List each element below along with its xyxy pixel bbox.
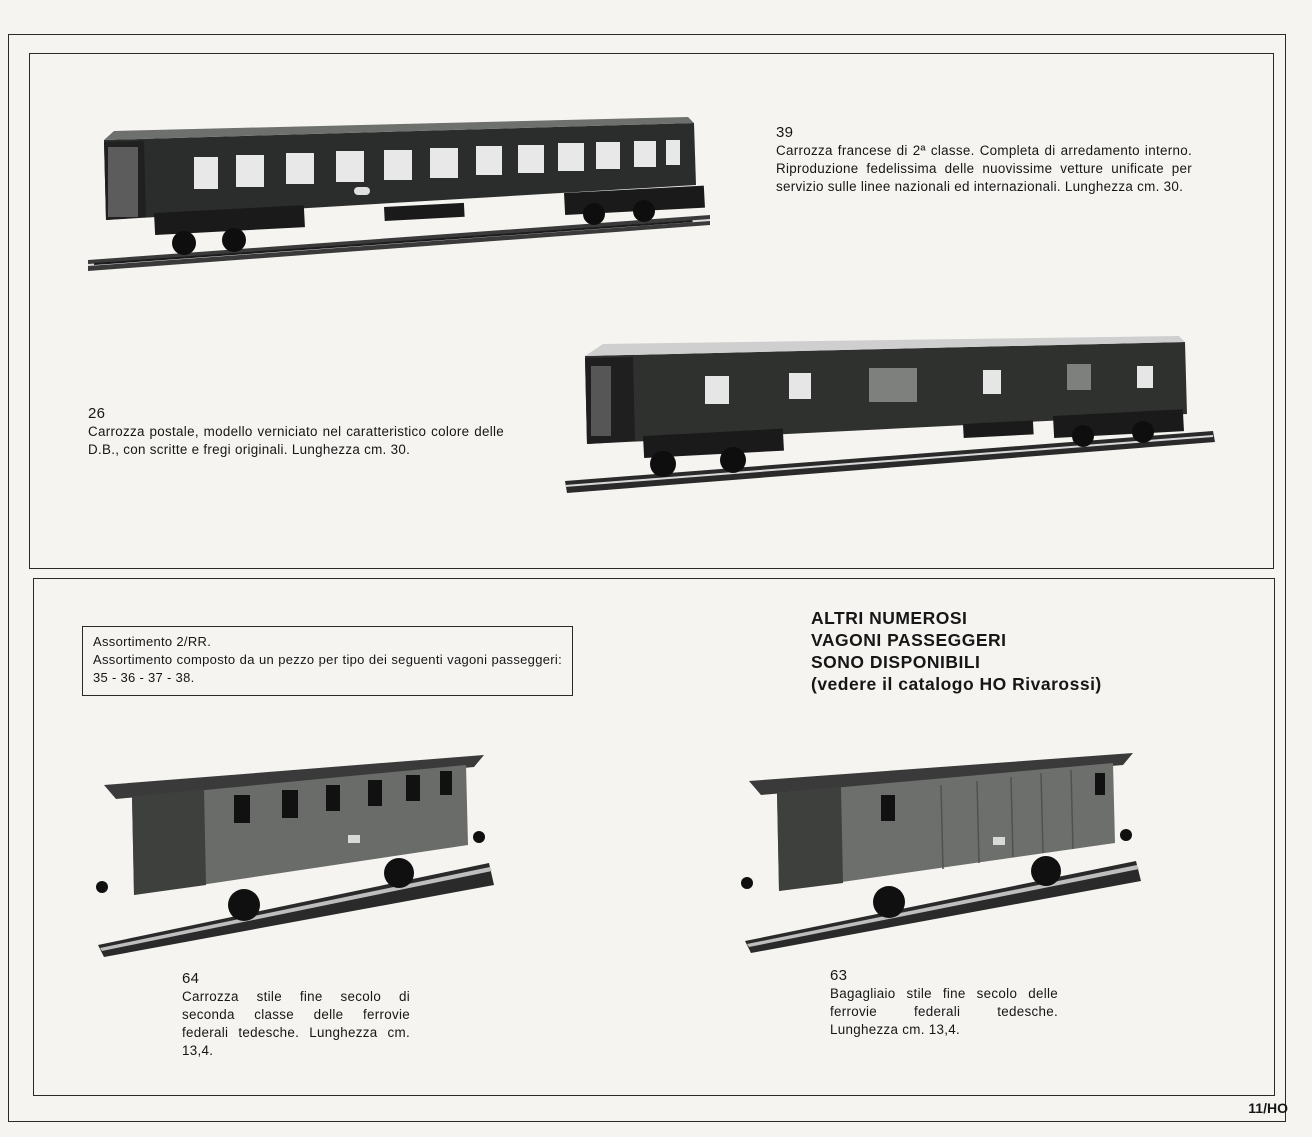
item-text: Carrozza stile fine secolo di seconda cl… xyxy=(182,989,410,1058)
heading-line: SONO DISPONIBILI xyxy=(811,652,981,672)
item-text: Carrozza postale, modello verniciato nel… xyxy=(88,424,504,457)
heading-line: ALTRI NUMEROSI xyxy=(811,608,968,628)
assortment-box: Assortimento 2/RR. Assortimento composto… xyxy=(82,626,573,696)
item-number: 63 xyxy=(830,967,848,984)
item-number: 64 xyxy=(182,970,200,987)
item-63-description: 63 Bagagliaio stile fine secolo delle fe… xyxy=(830,967,1058,1039)
photo-coach-64 xyxy=(96,755,494,957)
item-39-description: 39 Carrozza francese di 2ª classe. Compl… xyxy=(776,124,1192,196)
photo-coach-39 xyxy=(88,117,710,271)
photo-coach-26 xyxy=(565,336,1215,493)
availability-heading: ALTRI NUMEROSI VAGONI PASSEGGERI SONO DI… xyxy=(811,607,1102,695)
item-number: 26 xyxy=(88,405,106,422)
heading-line: VAGONI PASSEGGERI xyxy=(811,630,1007,650)
page-number: 11/HO xyxy=(1248,1100,1288,1116)
assortment-title: Assortimento 2/RR. xyxy=(93,634,212,649)
page-frame xyxy=(8,34,1286,1122)
photo-coach-63 xyxy=(741,753,1141,953)
top-panel xyxy=(29,53,1274,569)
item-number: 39 xyxy=(776,124,794,141)
item-text: Bagagliaio stile fine secolo delle ferro… xyxy=(830,986,1058,1037)
item-text: Carrozza francese di 2ª classe. Completa… xyxy=(776,143,1192,194)
heading-line: (vedere il catalogo HO Rivarossi) xyxy=(811,674,1102,694)
item-26-description: 26 Carrozza postale, modello verniciato … xyxy=(88,405,504,459)
assortment-text: Assortimento composto da un pezzo per ti… xyxy=(93,652,562,685)
item-64-description: 64 Carrozza stile fine secolo di seconda… xyxy=(182,970,410,1060)
bottom-panel xyxy=(33,578,1275,1096)
